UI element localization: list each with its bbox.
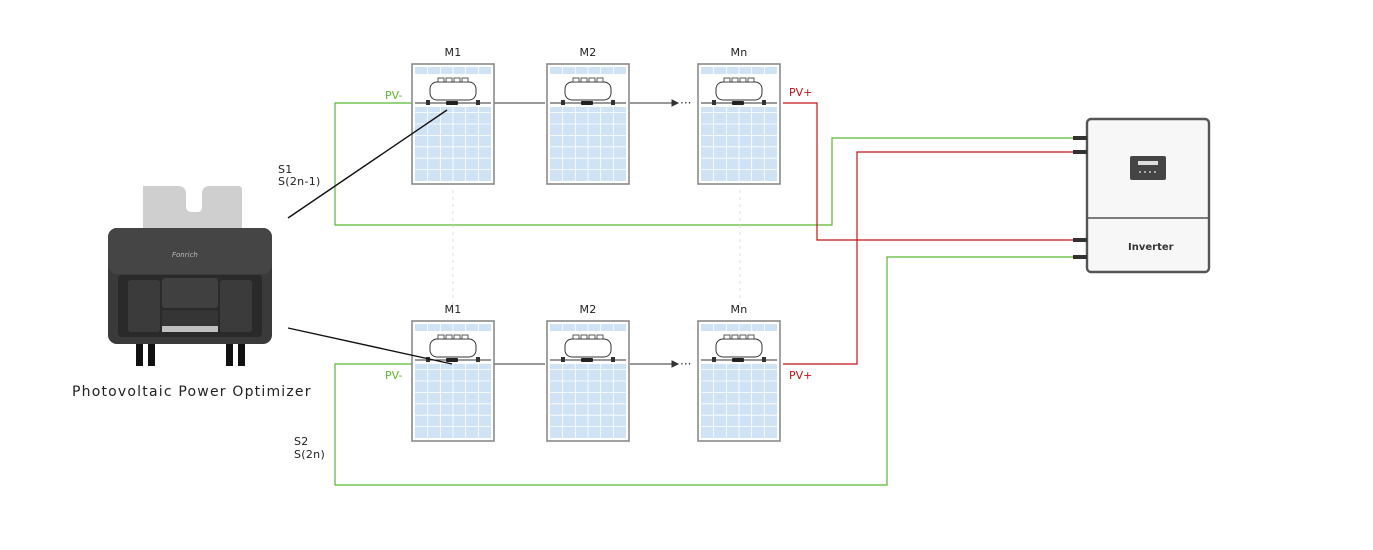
module-label: M1 xyxy=(444,303,461,316)
optimizer-pointers xyxy=(287,109,453,365)
row-guides xyxy=(452,190,741,315)
inverter-terminals xyxy=(1073,136,1087,259)
junction-box xyxy=(701,74,777,107)
optimizer-caption: Photovoltaic Power Optimizer xyxy=(72,384,312,400)
string2-negative-wire xyxy=(334,256,1086,486)
junction-box xyxy=(415,331,491,364)
module-label: Mn xyxy=(730,303,747,316)
string2-series-label-a: S2 xyxy=(294,435,309,448)
solar-module: M2 xyxy=(546,46,630,185)
string2-ellipsis: ··· xyxy=(680,357,691,371)
junction-box xyxy=(415,74,491,107)
junction-box xyxy=(701,331,777,364)
string1-ellipsis: ··· xyxy=(680,96,691,110)
string1-negative-label: PV- xyxy=(385,89,403,102)
inverter: Inverter xyxy=(1073,117,1211,274)
module-links xyxy=(494,99,680,368)
inverter-label: Inverter xyxy=(1128,242,1174,253)
solar-module: M1 xyxy=(411,46,495,185)
solar-module: M2 xyxy=(546,303,630,442)
junction-box xyxy=(550,74,626,107)
junction-box xyxy=(550,331,626,364)
string2-positive-label: PV+ xyxy=(789,369,812,382)
string-row-1: M1 M2 Mn xyxy=(411,46,781,185)
inverter-display xyxy=(1130,156,1166,180)
inverter-body xyxy=(1085,117,1211,274)
string1-series-label-b: S(2n-1) xyxy=(278,175,321,188)
module-label: M1 xyxy=(444,46,461,59)
string2-positive-wire xyxy=(783,151,1086,365)
string2-series-label-b: S(2n) xyxy=(294,448,325,461)
module-label: M2 xyxy=(579,303,596,316)
solar-module: M1 xyxy=(411,303,495,442)
power-optimizer: Fonrich Photovoltaic Power Optimizer xyxy=(72,186,312,400)
solar-module: Mn xyxy=(697,46,781,185)
string1-positive-label: PV+ xyxy=(789,86,812,99)
string1-positive-wire xyxy=(783,102,1086,241)
solar-module: Mn xyxy=(697,303,781,442)
module-label: M2 xyxy=(579,46,596,59)
string1-series-label-a: S1 xyxy=(278,163,293,176)
optimizer-bracket xyxy=(143,186,242,232)
module-label: Mn xyxy=(730,46,747,59)
string-row-2: M1 M2 Mn xyxy=(411,303,781,442)
wiring xyxy=(334,102,1086,486)
string1-negative-wire xyxy=(334,102,1086,226)
optimizer-brand: Fonrich xyxy=(172,251,198,259)
string2-negative-label: PV- xyxy=(385,369,403,382)
